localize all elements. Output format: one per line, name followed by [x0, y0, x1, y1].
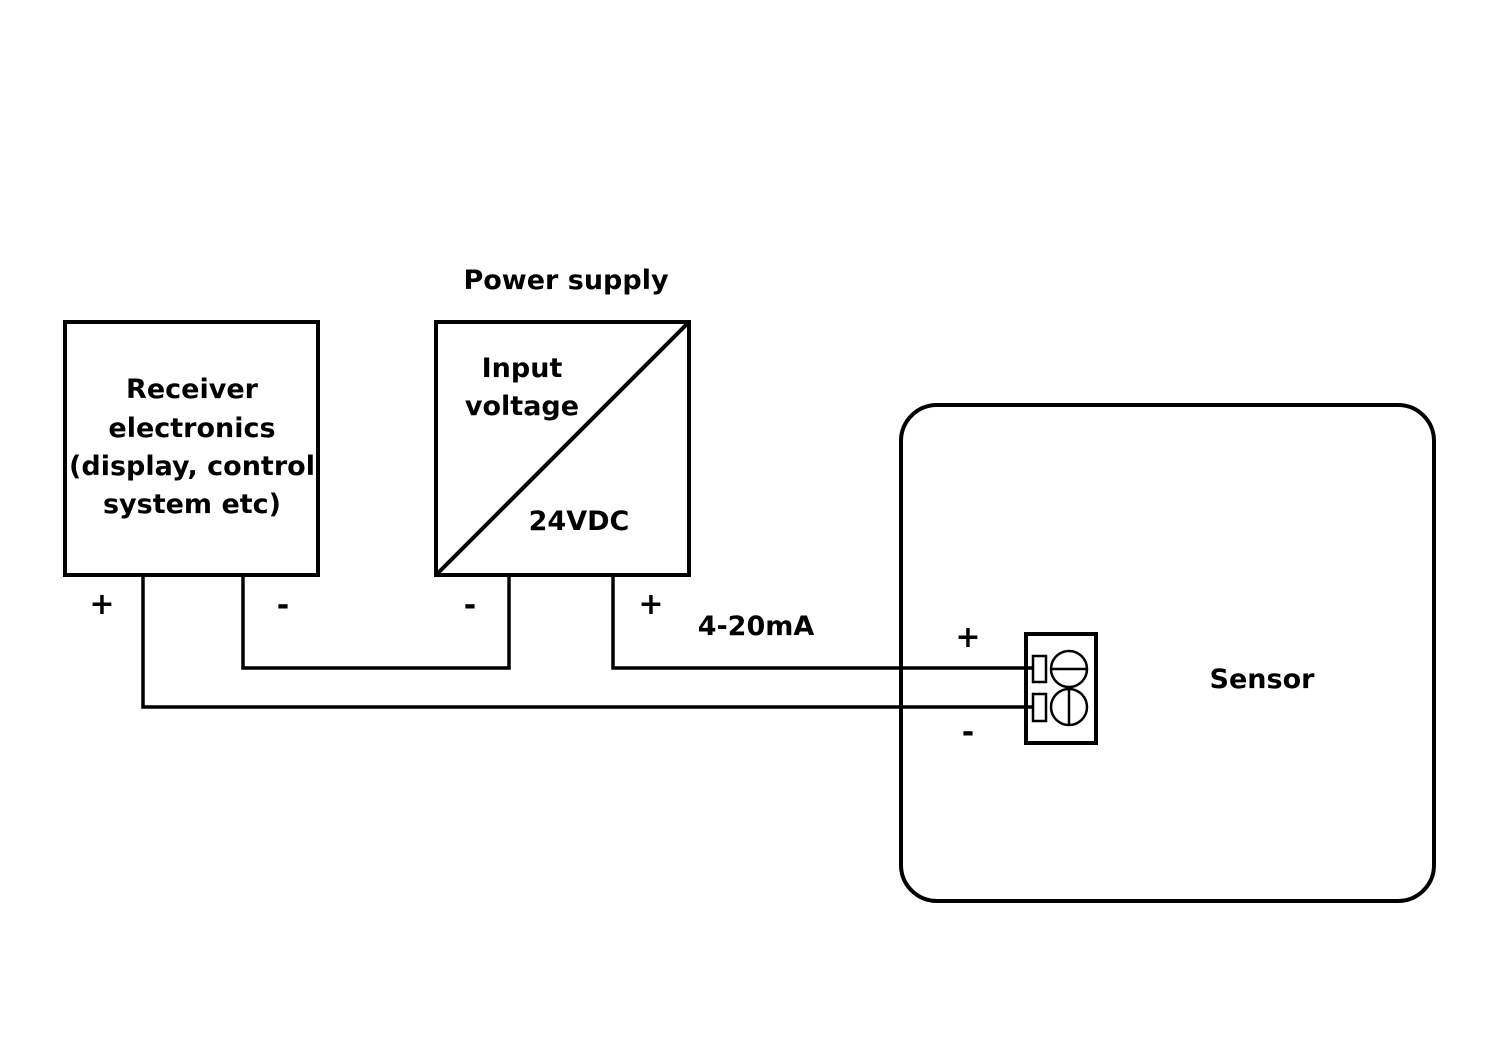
receiver-plus-sign: +: [89, 587, 114, 622]
power-supply-input-line-2: voltage: [465, 391, 579, 422]
receiver-plus-to-sensor-minus-wire: [141, 575, 1034, 709]
receiver-minus-sign: -: [277, 588, 289, 623]
receiver-label-line-2: electronics: [108, 413, 275, 444]
receiver-minus-to-psu-minus-wire: [241, 575, 511, 670]
psu-minus-sign: -: [464, 588, 476, 623]
signal-label: 4-20mA: [698, 611, 815, 642]
terminal-minus-contact: [1031, 692, 1048, 723]
receiver-label-line-1: Receiver: [126, 374, 259, 405]
sensor-label: Sensor: [1210, 664, 1316, 695]
power-supply-output-label: 24VDC: [529, 506, 630, 537]
sensor-box: [899, 403, 1436, 903]
terminal-block-body: [1024, 632, 1098, 745]
power-supply-input-line-1: Input: [482, 353, 563, 384]
terminal-block: [1024, 632, 1098, 745]
receiver-label-line-3: (display, control: [69, 451, 315, 482]
power-supply-diagonal: [434, 320, 691, 577]
receiver-label-line-4: system etc): [103, 489, 281, 520]
sensor-plus-sign: +: [955, 620, 980, 655]
power-supply-title: Power supply: [463, 265, 669, 296]
psu-plus-sign: +: [638, 587, 663, 622]
receiver-box: [63, 320, 320, 577]
sensor-minus-sign: -: [962, 715, 974, 750]
psu-plus-to-sensor-plus-wire: [611, 575, 1034, 670]
terminal-plus-contact: [1031, 654, 1048, 684]
power-supply-box: [434, 320, 691, 577]
